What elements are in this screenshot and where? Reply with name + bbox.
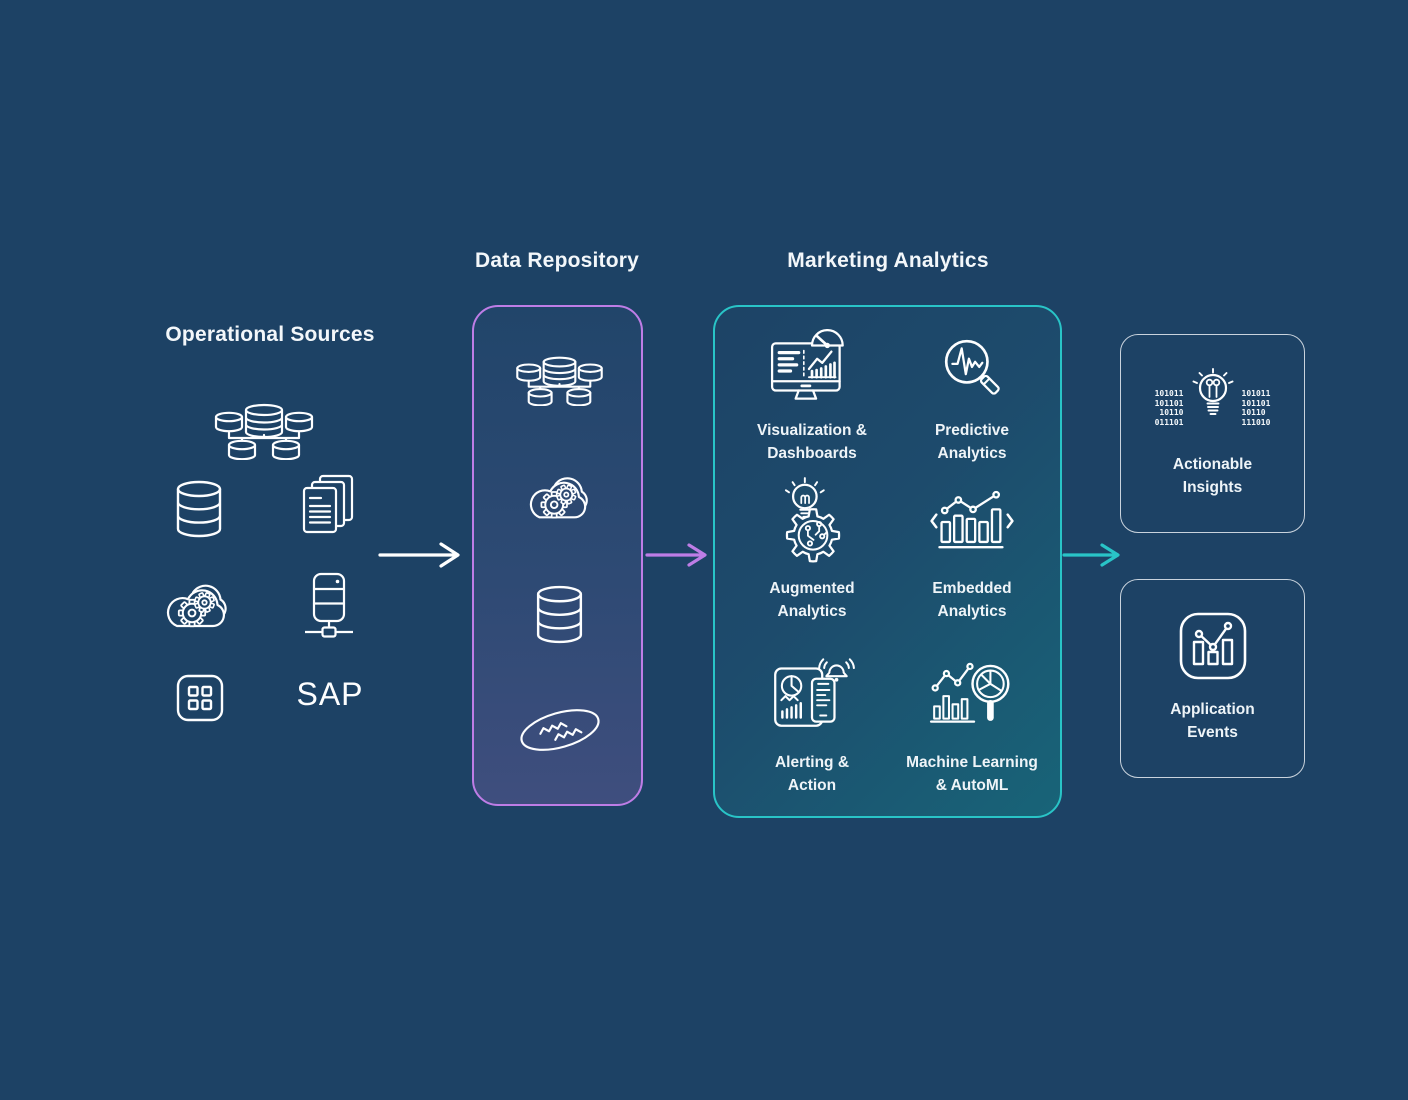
- documents-icon: [300, 474, 358, 544]
- database-icon: [172, 480, 226, 540]
- augmented-analytics-icon: [772, 471, 852, 573]
- marketing-item-alerting: Alerting & Action: [717, 635, 907, 797]
- actionable-insights-label: Actionable Insights: [1172, 456, 1253, 496]
- marketing-item-label: Machine Learning & AutoML: [906, 754, 1038, 794]
- marketing-item-label: Alerting & Action: [774, 754, 850, 794]
- app-grid-icon: [175, 672, 225, 724]
- alerting-action-icon: [765, 635, 859, 747]
- distributed-databases-icon: [208, 402, 320, 460]
- binary-text-left: 101011 101101 10110 011101: [1154, 389, 1184, 427]
- operational-sources-title: Operational Sources: [165, 323, 375, 346]
- data-repository-title: Data Repository: [474, 249, 640, 272]
- marketing-item-ml: Machine Learning & AutoML: [877, 635, 1067, 797]
- cloud-gears-icon: [522, 465, 598, 529]
- data-lake-icon: [513, 697, 607, 763]
- arrow-sources-to-repository: [378, 541, 464, 569]
- marketing-item-label: Predictive Analytics: [934, 422, 1010, 462]
- lightbulb-icon: [1192, 368, 1233, 415]
- marketing-item-augmented: Augmented Analytics: [717, 471, 907, 623]
- embedded-analytics-icon: [930, 471, 1014, 573]
- lightbulb-binary-icon: 101011 101101 10110 011101 101011 101101…: [1121, 351, 1304, 447]
- marketing-item-label: Embedded Analytics: [932, 580, 1012, 620]
- marketing-item-label: Visualization & Dashboards: [757, 422, 867, 462]
- machine-learning-icon: [927, 635, 1017, 747]
- application-events-label: Application Events: [1170, 701, 1255, 741]
- predictive-analytics-icon: [939, 323, 1005, 415]
- binary-text-right: 101011 101101 10110 111010: [1241, 389, 1271, 427]
- marketing-item-embedded: Embedded Analytics: [877, 471, 1067, 623]
- marketing-analytics-panel: Visualization & Dashboards Predictive An…: [713, 305, 1062, 818]
- cloud-gears-icon: [159, 572, 237, 638]
- marketing-item-label: Augmented Analytics: [769, 580, 855, 620]
- actionable-insights-box: 101011 101101 10110 011101 101011 101101…: [1120, 334, 1305, 533]
- data-repository-panel: [472, 305, 643, 806]
- marketing-analytics-title: Marketing Analytics: [787, 249, 989, 272]
- visualization-dashboards-icon: [768, 323, 856, 415]
- arrow-marketing-to-outputs: [1062, 541, 1124, 569]
- marketing-item-visualization: Visualization & Dashboards: [717, 323, 907, 465]
- server-icon: [305, 572, 353, 638]
- marketing-item-predictive: Predictive Analytics: [877, 323, 1067, 465]
- sap-label: SAP: [296, 676, 364, 712]
- arrow-repository-to-marketing: [645, 541, 711, 569]
- distributed-databases-icon: [511, 355, 608, 406]
- application-events-box: Application Events: [1120, 579, 1305, 778]
- application-events-icon: [1177, 610, 1249, 682]
- database-icon: [533, 585, 586, 646]
